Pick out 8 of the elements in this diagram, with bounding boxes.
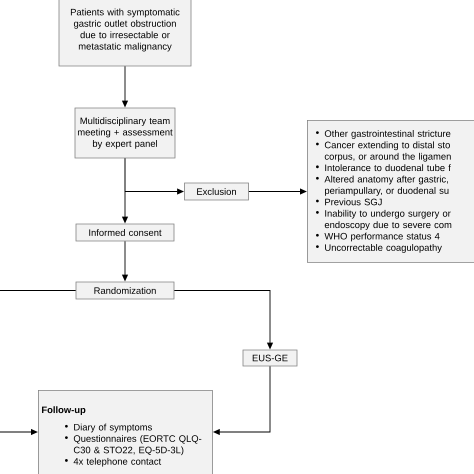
process-box: EUS-GE (242, 350, 298, 366)
criteria-box: Other gastrointestinal stricture Cancer extending to distal sto corpus, or around the ligamen Intolerance to duodenal tube f Altered anatomy after gastric, periampullary, or duodenal su Previous SGJ Inability to undergo surgery or endoscopy due to severe com WHO performance status 4 Uncorrectable coagulopathy (307, 120, 474, 263)
process-box: Exclusion (184, 182, 249, 200)
process-box: Randomization (76, 282, 174, 300)
follow-up-box: Follow-up Diary of symptoms Questionnaires (EORTC QLQ-C30 & STO22, EQ-5D-3L) 4x telephone contact (38, 390, 213, 474)
process-box: Multidisciplinary team meeting + assessment by expert panel (74, 108, 176, 158)
process-box: Patients with symptomatic gastric outlet obstruction due to irresectable or metastatic malignancy (58, 0, 192, 66)
process-box: Informed consent (76, 224, 174, 242)
